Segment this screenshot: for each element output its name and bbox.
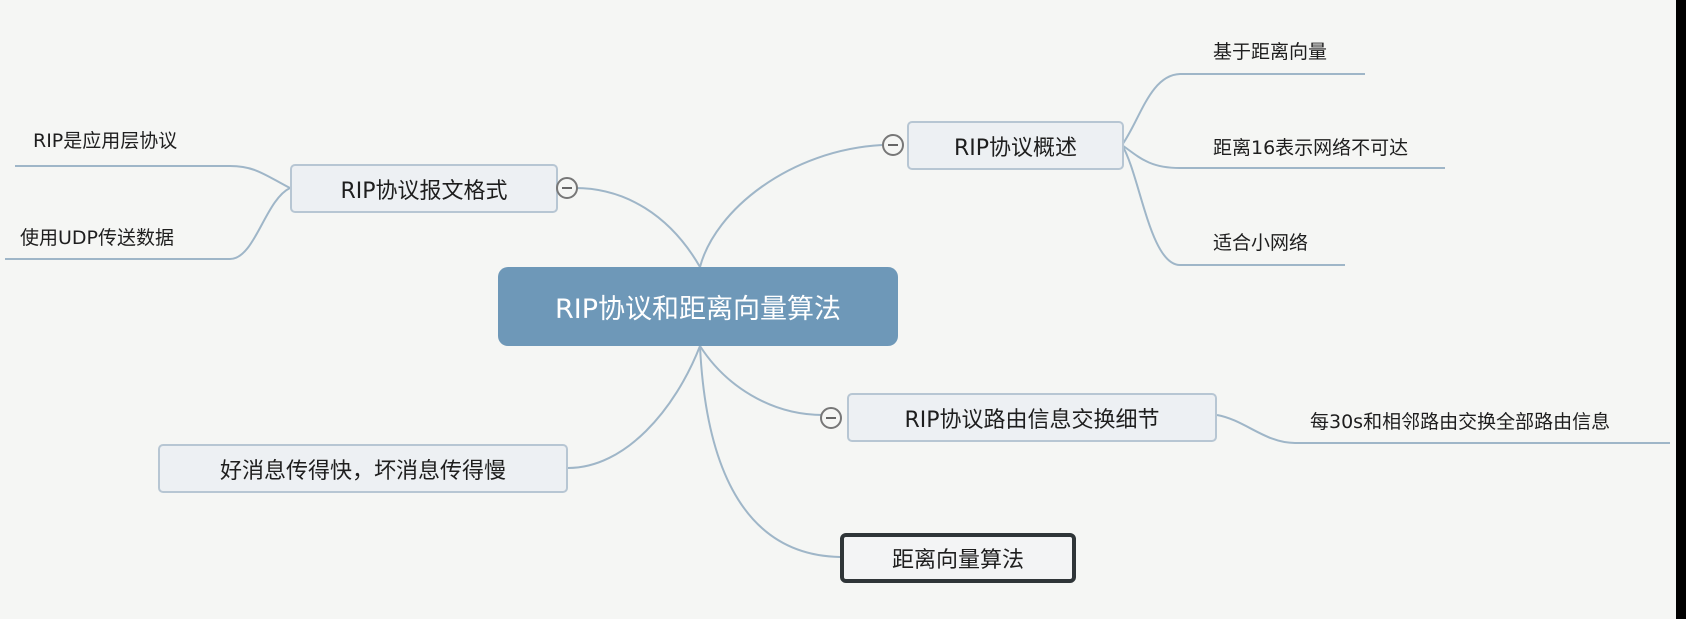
topic-rip-format-label: RIP协议报文格式 xyxy=(340,178,508,204)
leaf-line-exchange-1 xyxy=(1216,414,1670,444)
topic-rip-exchange-label: RIP协议路由信息交换细节 xyxy=(904,407,1160,433)
collapse-exchange-icon[interactable] xyxy=(820,407,842,429)
edge-to-overview xyxy=(699,144,883,268)
topic-rip-overview[interactable]: RIP协议概述 xyxy=(907,121,1124,170)
leaf-line-format-1 xyxy=(15,165,291,189)
topic-distance-vector-algorithm-label: 距离向量算法 xyxy=(891,548,1024,573)
edge-to-algorithm xyxy=(699,345,841,558)
leaf-line-overview-2 xyxy=(1121,144,1445,169)
topic-news-propagation-label: 好消息传得快，坏消息传得慢 xyxy=(219,458,506,484)
topic-rip-format[interactable]: RIP协议报文格式 xyxy=(290,164,558,213)
leaf-exchange-1[interactable]: 每30s和相邻路由交换全部路由信息 xyxy=(1310,411,1611,433)
leaf-line-overview-1 xyxy=(1121,73,1365,146)
edge-to-news xyxy=(567,345,701,469)
collapse-format-icon[interactable] xyxy=(556,177,578,199)
central-topic-label: RIP协议和距离向量算法 xyxy=(554,294,841,325)
topic-rip-overview-label: RIP协议概述 xyxy=(953,135,1078,161)
topic-news-propagation[interactable]: 好消息传得快，坏消息传得慢 xyxy=(158,444,568,493)
leaf-line-format-2 xyxy=(5,187,291,260)
leaf-overview-2[interactable]: 距离16表示网络不可达 xyxy=(1213,137,1409,159)
topic-distance-vector-algorithm[interactable]: 距离向量算法 xyxy=(840,533,1076,583)
leaf-overview-3[interactable]: 适合小网络 xyxy=(1213,232,1309,254)
edge-to-exchange xyxy=(699,345,824,416)
central-topic[interactable]: RIP协议和距离向量算法 xyxy=(498,267,898,346)
edge-to-format xyxy=(574,187,701,268)
leaf-format-2[interactable]: 使用UDP传送数据 xyxy=(20,227,174,249)
collapse-overview-icon[interactable] xyxy=(882,134,904,156)
leaf-overview-1[interactable]: 基于距离向量 xyxy=(1213,41,1328,63)
leaf-line-overview-3 xyxy=(1121,144,1345,266)
leaf-format-1[interactable]: RIP是应用层协议 xyxy=(33,130,178,152)
topic-rip-exchange[interactable]: RIP协议路由信息交换细节 xyxy=(847,393,1217,442)
